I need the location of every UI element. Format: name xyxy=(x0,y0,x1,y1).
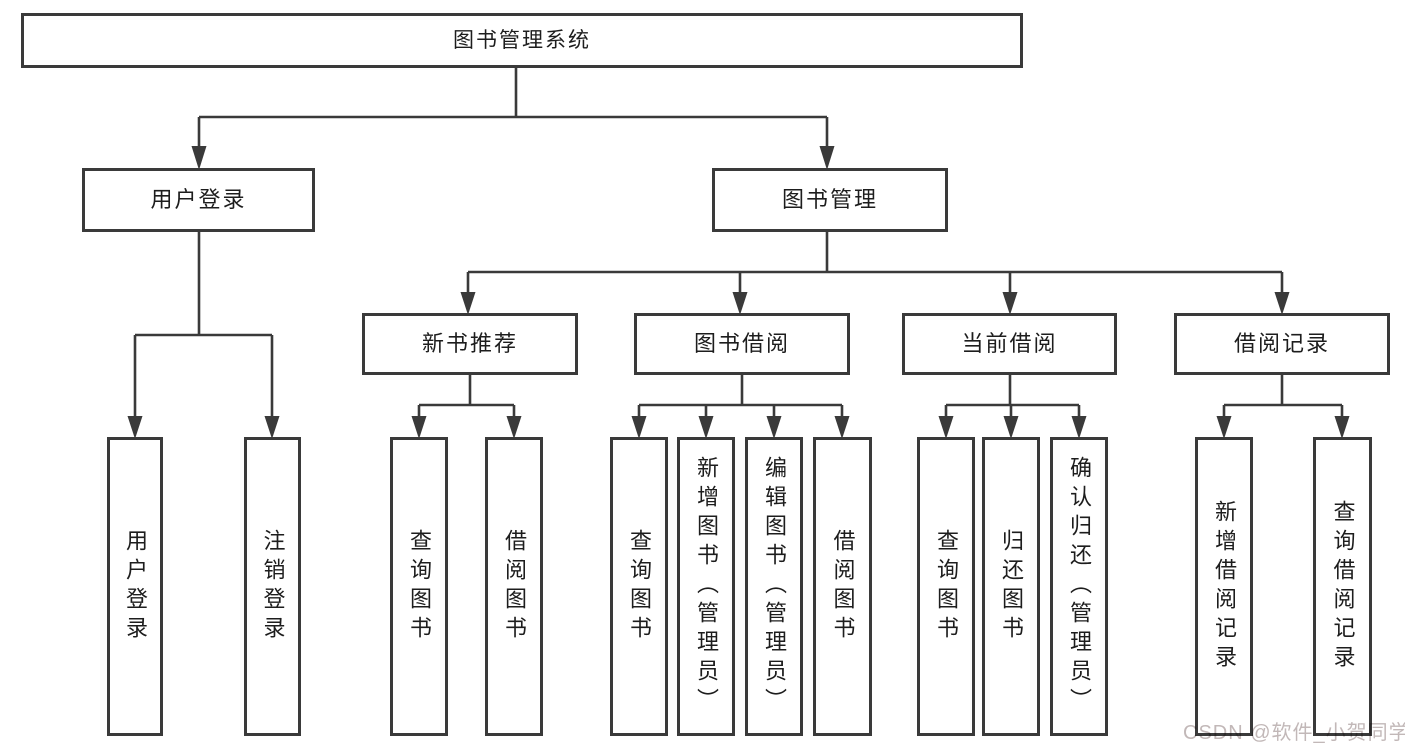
node-current-borrow: 当前借阅 xyxy=(902,313,1117,375)
node-book-management: 图书管理 xyxy=(712,168,948,232)
node-book-borrow: 图书借阅 xyxy=(634,313,850,375)
csdn-watermark: CSDN @软件_小贺同学 xyxy=(1183,722,1405,744)
leaf-current-return-books: 归还图书 xyxy=(982,437,1040,736)
leaf-records-add-record: 新增借阅记录 xyxy=(1195,437,1253,736)
leaf-borrow-borrow-books: 借阅图书 xyxy=(813,437,872,736)
node-user-login: 用户登录 xyxy=(82,168,315,232)
node-borrow-records: 借阅记录 xyxy=(1174,313,1390,375)
leaf-user-login: 用户登录 xyxy=(107,437,163,736)
leaf-records-query-record: 查询借阅记录 xyxy=(1313,437,1372,736)
leaf-newbooks-query-books: 查询图书 xyxy=(390,437,448,736)
leaf-current-query-books: 查询图书 xyxy=(917,437,975,736)
node-library-management-system: 图书管理系统 xyxy=(21,13,1023,68)
leaf-borrow-add-books-admin: 新增图书（管理员） xyxy=(677,437,735,736)
node-new-book-recommend: 新书推荐 xyxy=(362,313,578,375)
leaf-current-confirm-return-admin: 确认归还（管理员） xyxy=(1050,437,1108,736)
leaf-newbooks-borrow-books: 借阅图书 xyxy=(485,437,543,736)
leaf-logout-login: 注销登录 xyxy=(244,437,301,736)
leaf-borrow-query-books: 查询图书 xyxy=(610,437,668,736)
leaf-borrow-edit-books-admin: 编辑图书（管理员） xyxy=(745,437,803,736)
